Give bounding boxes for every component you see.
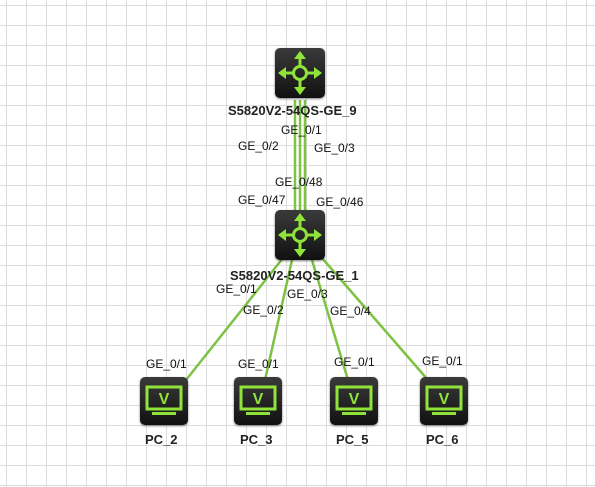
port-label-sw9-l2: GE_0/2 <box>238 139 279 153</box>
monitor-glyph: V <box>159 391 170 408</box>
port-label-sw1-l5: GE_0/2 <box>243 303 284 317</box>
device-label-switch-9: S5820V2-54QS-GE_9 <box>228 103 357 118</box>
device-label-pc-6: PC_6 <box>426 432 459 447</box>
device-pc-2[interactable]: V <box>140 377 188 425</box>
device-label-switch-1: S5820V2-54QS-GE_1 <box>230 268 359 283</box>
monitor-icon: V <box>234 377 282 425</box>
monitor-glyph: V <box>349 391 360 408</box>
port-label-sw1-l3: GE_0/46 <box>316 195 364 209</box>
port-label-pc6: GE_0/1 <box>422 354 463 368</box>
monitor-icon: V <box>330 377 378 425</box>
port-label-sw1-l7: GE_0/4 <box>330 304 371 318</box>
device-label-pc-2: PC_2 <box>145 432 178 447</box>
switch-arrows-icon <box>275 210 325 260</box>
monitor-glyph: V <box>253 391 264 408</box>
port-label-sw1-l4: GE_0/1 <box>216 282 257 296</box>
device-switch-1[interactable] <box>275 210 325 260</box>
port-label-pc2: GE_0/1 <box>146 357 187 371</box>
port-label-sw1-l6: GE_0/3 <box>287 287 328 301</box>
port-label-sw9-l1: GE_0/1 <box>281 123 322 137</box>
device-pc-6[interactable]: V <box>420 377 468 425</box>
link-sw1-pc2[interactable] <box>185 257 284 381</box>
port-label-sw9-l3: GE_0/3 <box>314 141 355 155</box>
device-label-pc-3: PC_3 <box>240 432 273 447</box>
port-label-pc3: GE_0/1 <box>238 357 279 371</box>
switch-arrows-icon <box>275 48 325 98</box>
port-label-sw1-l1: GE_0/48 <box>275 175 323 189</box>
port-label-sw1-l2: GE_0/47 <box>238 193 286 207</box>
device-label-pc-5: PC_5 <box>336 432 369 447</box>
link-sw1-pc5[interactable] <box>310 259 350 381</box>
device-switch-9[interactable] <box>275 48 325 98</box>
link-sw1-pc3[interactable] <box>263 259 294 381</box>
monitor-icon: V <box>140 377 188 425</box>
monitor-glyph: V <box>439 391 450 408</box>
port-label-pc5: GE_0/1 <box>334 355 375 369</box>
monitor-icon: V <box>420 377 468 425</box>
device-pc-5[interactable]: V <box>330 377 378 425</box>
link-sw1-pc6[interactable] <box>321 257 429 381</box>
device-pc-3[interactable]: V <box>234 377 282 425</box>
